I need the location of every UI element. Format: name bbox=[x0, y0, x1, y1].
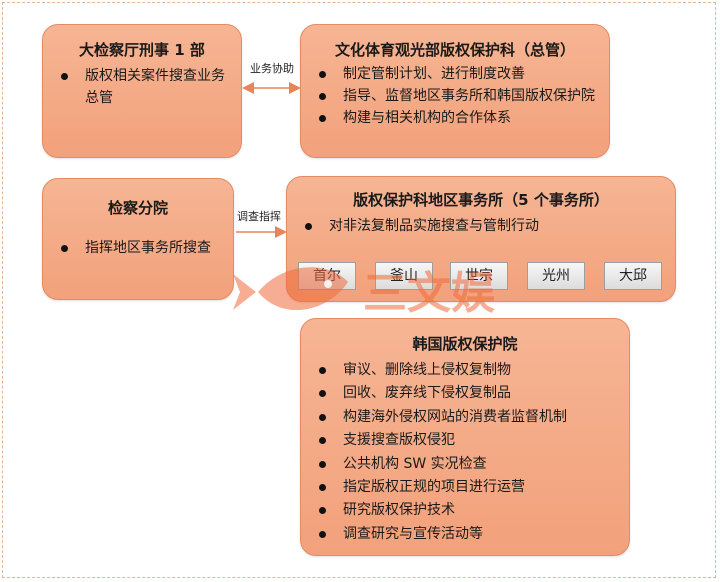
list-item: 指定版权正规的项目进行运营 bbox=[315, 476, 625, 499]
list-item: 构建海外侵权网站的消费者监督机制 bbox=[315, 406, 625, 429]
item-list: 制定管制计划、进行制度改善 指导、监督地区事务所和韩国版权保护院 构建与相关机构… bbox=[315, 63, 605, 129]
list-item: 指导、监督地区事务所和韩国版权保护院 bbox=[315, 85, 605, 107]
item-list: 对非法复制品实施搜查与管制行动 bbox=[301, 215, 661, 237]
item-list: 版权相关案件搜查业务总管 bbox=[57, 65, 237, 109]
list-item: 回收、废弃线下侵权复制品 bbox=[315, 382, 625, 405]
list-item: 研究版权保护技术 bbox=[315, 499, 625, 522]
copyright-institute-box: 韩国版权保护院 审议、删除线上侵权复制物 回收、废弃线下侵权复制品 构建海外侵权… bbox=[300, 318, 630, 556]
list-item: 对非法复制品实施搜查与管制行动 bbox=[301, 215, 661, 237]
prosecution-dept-box: 大检察厅刑事 1 部 版权相关案件搜查业务总管 bbox=[42, 24, 242, 158]
list-item: 构建与相关机构的合作体系 bbox=[315, 107, 605, 129]
office-daegu: 大邱 bbox=[604, 262, 662, 290]
ministry-section-box: 文化体育观光部版权保护科（总管） 制定管制计划、进行制度改善 指导、监督地区事务… bbox=[300, 24, 610, 158]
box-title: 文化体育观光部版权保护科（总管） bbox=[334, 41, 575, 59]
direction-label: 调查指挥 bbox=[237, 210, 281, 223]
list-item: 公共机构 SW 实况检查 bbox=[315, 453, 625, 476]
office-seoul: 首尔 bbox=[298, 262, 356, 290]
item-list: 审议、删除线上侵权复制物 回收、废弃线下侵权复制品 构建海外侵权网站的消费者监督… bbox=[315, 359, 625, 546]
cooperation-label: 业务协助 bbox=[250, 62, 294, 75]
list-item: 指挥地区事务所搜查 bbox=[57, 237, 225, 259]
box-title: 版权保护科地区事务所（5 个事务所） bbox=[353, 191, 609, 209]
box-title: 大检察厅刑事 1 部 bbox=[79, 41, 205, 59]
office-busan: 釜山 bbox=[375, 262, 433, 290]
box-title: 检察分院 bbox=[107, 199, 168, 217]
list-item: 调查研究与宣传活动等 bbox=[315, 523, 625, 546]
list-item: 制定管制计划、进行制度改善 bbox=[315, 63, 605, 85]
list-item: 支援搜查版权侵犯 bbox=[315, 429, 625, 452]
item-list: 指挥地区事务所搜查 bbox=[57, 237, 225, 259]
office-gwangju: 光州 bbox=[527, 262, 585, 290]
office-sejong: 世宗 bbox=[450, 262, 508, 290]
branch-office-box: 检察分院 指挥地区事务所搜查 bbox=[42, 178, 234, 300]
list-item: 版权相关案件搜查业务总管 bbox=[57, 65, 237, 109]
list-item: 审议、删除线上侵权复制物 bbox=[315, 359, 625, 382]
box-title: 韩国版权保护院 bbox=[412, 335, 518, 353]
